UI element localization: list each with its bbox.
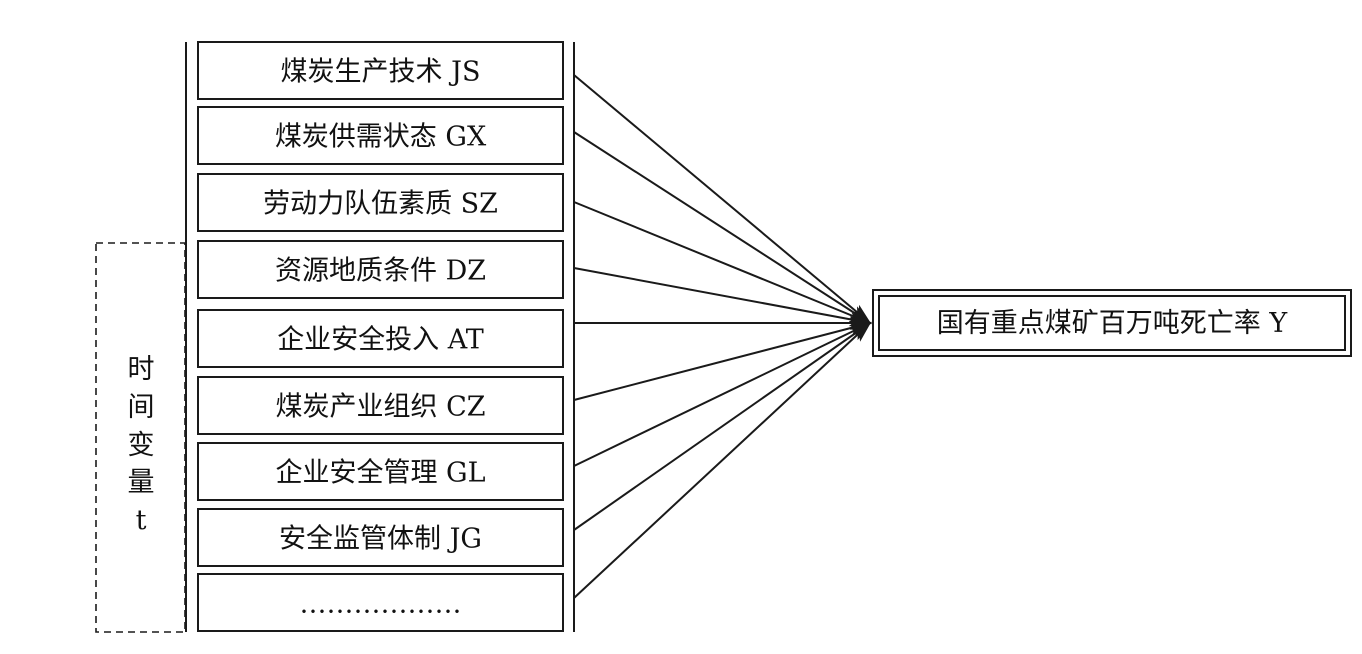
factor-label: 企业安全投入 AT xyxy=(277,325,484,356)
factor-box-border xyxy=(197,240,564,299)
time-variable-char: 时 xyxy=(128,354,155,385)
factor-box-border xyxy=(197,442,564,501)
factor-box: 煤炭生产技术 JS xyxy=(197,41,564,100)
arrow-group xyxy=(573,74,872,599)
factor-list: 煤炭生产技术 JS 煤炭供需状态 GX 劳动力队伍素质 SZ 资源地质条件 DZ 企业安… xyxy=(197,41,564,632)
factor-box-border xyxy=(197,508,564,567)
arrow xyxy=(573,74,872,325)
factor-label: 煤炭生产技术 JS xyxy=(281,57,481,88)
time-variable-char: 间 xyxy=(128,392,155,423)
factor-box-border xyxy=(197,376,564,435)
factor-box: 安全监管体制 JG xyxy=(197,508,564,567)
time-variable-char: 量 xyxy=(128,467,155,498)
arrow xyxy=(573,322,872,467)
factor-label: 煤炭产业组织 CZ xyxy=(275,392,485,423)
factor-label: 企业安全管理 GL xyxy=(275,458,485,489)
factor-box-border xyxy=(197,41,564,100)
factor-label: 安全监管体制 JG xyxy=(279,524,482,555)
factor-label: 资源地质条件 DZ xyxy=(275,256,486,287)
arrow xyxy=(573,267,872,327)
factor-label: ……………… xyxy=(300,589,462,620)
factor-box: 资源地质条件 DZ xyxy=(197,240,564,299)
factor-label: 煤炭供需状态 GX xyxy=(275,122,487,153)
time-variable-char: 变 xyxy=(128,430,155,461)
factor-box-border xyxy=(197,573,564,632)
factor-box: ……………… xyxy=(197,573,564,632)
target-label: 国有重点煤矿百万吨死亡率 Y xyxy=(937,308,1289,339)
factor-box: 企业安全管理 GL xyxy=(197,442,564,501)
factor-label: 劳动力队伍素质 SZ xyxy=(263,189,498,220)
arrow xyxy=(573,321,872,599)
factor-box: 煤炭供需状态 GX xyxy=(197,106,564,165)
arrow xyxy=(573,321,872,401)
arrow xyxy=(573,201,872,324)
time-variable-box xyxy=(95,242,186,633)
factor-box: 煤炭产业组织 CZ xyxy=(197,376,564,435)
target-box-inner xyxy=(878,295,1346,351)
factor-box-border xyxy=(197,106,564,165)
factor-box: 劳动力队伍素质 SZ xyxy=(197,173,564,232)
arrow xyxy=(573,321,872,531)
arrow xyxy=(573,131,872,325)
factor-box-border xyxy=(197,173,564,232)
factor-box-border xyxy=(197,309,564,368)
target-box: 国有重点煤矿百万吨死亡率 Y xyxy=(872,289,1352,357)
factor-box: 企业安全投入 AT xyxy=(197,309,564,368)
time-variable-char: t xyxy=(136,505,147,536)
